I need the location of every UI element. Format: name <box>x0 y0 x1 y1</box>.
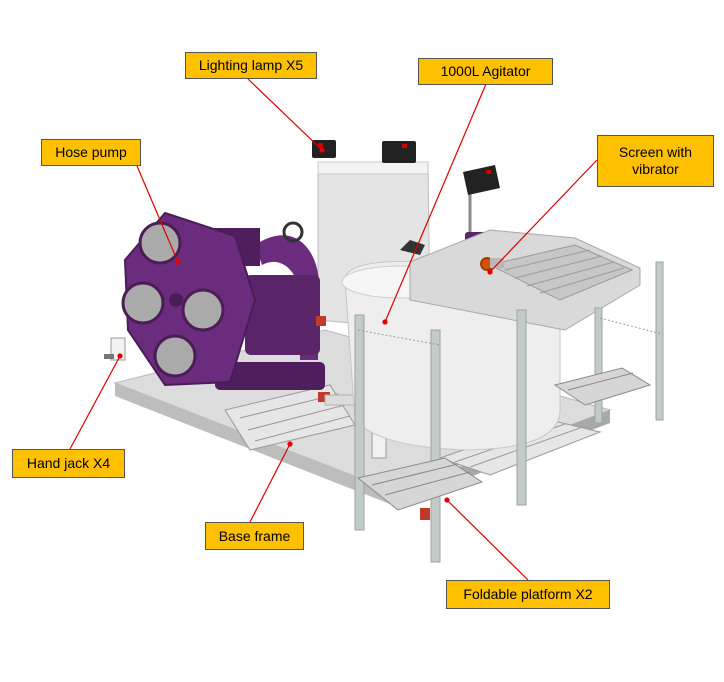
leader-lines <box>69 78 598 581</box>
leader-hand-jack <box>69 355 121 450</box>
callout-foldable-platform: Foldable platform X2 <box>446 580 610 609</box>
leader-hose-pump <box>136 165 179 263</box>
leader-base-frame <box>249 443 291 523</box>
callout-hand-jack: Hand jack X4 <box>12 449 125 478</box>
leader-agitator <box>384 83 487 323</box>
callout-lighting-lamp: Lighting lamp X5 <box>185 52 317 79</box>
callout-hose-pump: Hose pump <box>41 139 141 166</box>
hose-pump-graphic <box>121 211 362 406</box>
screen-vibrator-graphic <box>409 229 641 331</box>
callout-agitator: 1000L Agitator <box>418 58 553 85</box>
leader-foldable-platform <box>446 499 529 581</box>
callout-base-frame: Base frame <box>205 522 304 550</box>
foldable-platform-graphic <box>354 261 664 563</box>
leader-screen-vibrator <box>489 159 598 273</box>
leader-lighting-lamp <box>247 78 323 151</box>
callout-screen-vibrator: Screen with vibrator <box>597 135 714 187</box>
